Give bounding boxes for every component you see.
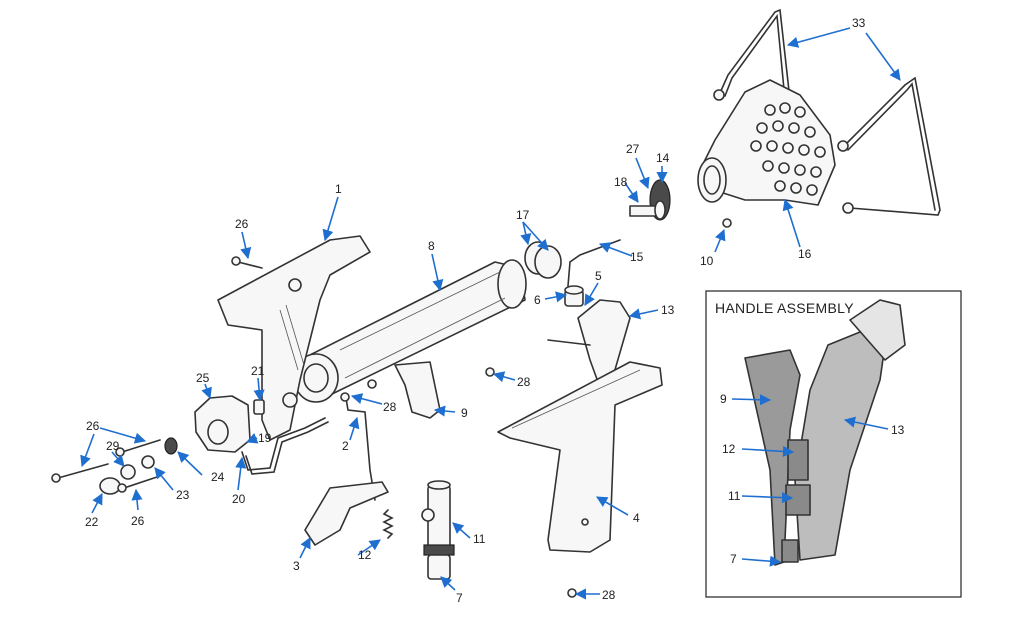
callout-5: 5 (595, 269, 602, 283)
callout-19: 19 (258, 431, 272, 445)
callout-33: 33 (852, 16, 866, 30)
callout-16: 16 (798, 247, 812, 261)
part-29-ring (120, 464, 136, 480)
inset-callout-11: 11 (728, 489, 741, 503)
callout-28-a: 28 (383, 400, 397, 414)
callout-labels: 1 2 3 4 5 6 7 8 9 10 11 12 13 14 15 16 1… (85, 16, 905, 605)
callout-27: 27 (626, 142, 640, 156)
callout-26-left: 26 (86, 419, 100, 433)
part-12-spring (382, 509, 394, 539)
part-20-hose (241, 417, 329, 475)
part-10-screw (722, 218, 732, 228)
callout-8: 8 (428, 239, 435, 253)
callout-6: 6 (534, 293, 541, 307)
part-3-trigger-lever (304, 481, 389, 546)
callout-23: 23 (176, 488, 190, 502)
callout-26-top: 26 (235, 217, 249, 231)
callout-10: 10 (700, 254, 714, 268)
part-11-valve-body (421, 480, 455, 580)
part-23-nut (141, 455, 155, 469)
part-4-handle-shell (497, 361, 663, 553)
part-27-fan-assembly (629, 179, 671, 221)
callout-29: 29 (106, 439, 120, 453)
callout-18: 18 (614, 175, 628, 189)
part-2-trigger-rod (340, 392, 376, 501)
callout-26-bottom: 26 (131, 514, 145, 528)
callout-9: 9 (461, 406, 468, 420)
handle-assembly-inset: HANDLE ASSEMBLY (705, 290, 962, 598)
callout-2: 2 (342, 439, 349, 453)
part-22-knob (99, 477, 121, 495)
part-9-handle-grip (394, 361, 441, 419)
part-21-fitting (253, 399, 265, 415)
part-15-rod (567, 239, 621, 287)
leader-lines (80, 27, 901, 600)
part-16-cone-deflector (697, 79, 836, 206)
part-1-frame (217, 235, 371, 441)
callout-1: 1 (335, 182, 342, 196)
callout-25: 25 (196, 371, 210, 385)
callout-13: 13 (661, 303, 675, 317)
part-17-o-rings (524, 241, 562, 279)
callout-17: 17 (516, 208, 530, 222)
callout-14: 14 (656, 151, 670, 165)
callout-11: 11 (473, 532, 486, 546)
part-26-screw-top (231, 256, 263, 269)
callout-15: 15 (630, 250, 644, 264)
part-5-valve (564, 285, 584, 307)
part-26-screws-left (51, 439, 161, 493)
callout-7: 7 (456, 591, 463, 605)
inset-title: HANDLE ASSEMBLY (715, 300, 854, 316)
callout-3: 3 (293, 559, 300, 573)
callout-21: 21 (251, 364, 265, 378)
callout-4: 4 (633, 511, 640, 525)
inset-callout-12: 12 (722, 442, 736, 456)
callout-28-b: 28 (517, 375, 531, 389)
callout-24: 24 (211, 470, 225, 484)
part-28-screws (367, 367, 577, 598)
callout-12: 12 (358, 548, 372, 562)
callout-20: 20 (232, 492, 246, 506)
deflector-holes (750, 102, 826, 196)
part-24-o-ring (164, 437, 178, 455)
part-25-cap (194, 395, 251, 453)
part-13-bracket (547, 299, 631, 383)
inset-callout-7: 7 (730, 552, 737, 566)
inset-callout-13: 13 (891, 423, 905, 437)
inset-callout-9: 9 (720, 392, 727, 406)
part-8-barrel (293, 259, 527, 403)
callout-22: 22 (85, 515, 99, 529)
callout-28-c: 28 (602, 588, 616, 602)
